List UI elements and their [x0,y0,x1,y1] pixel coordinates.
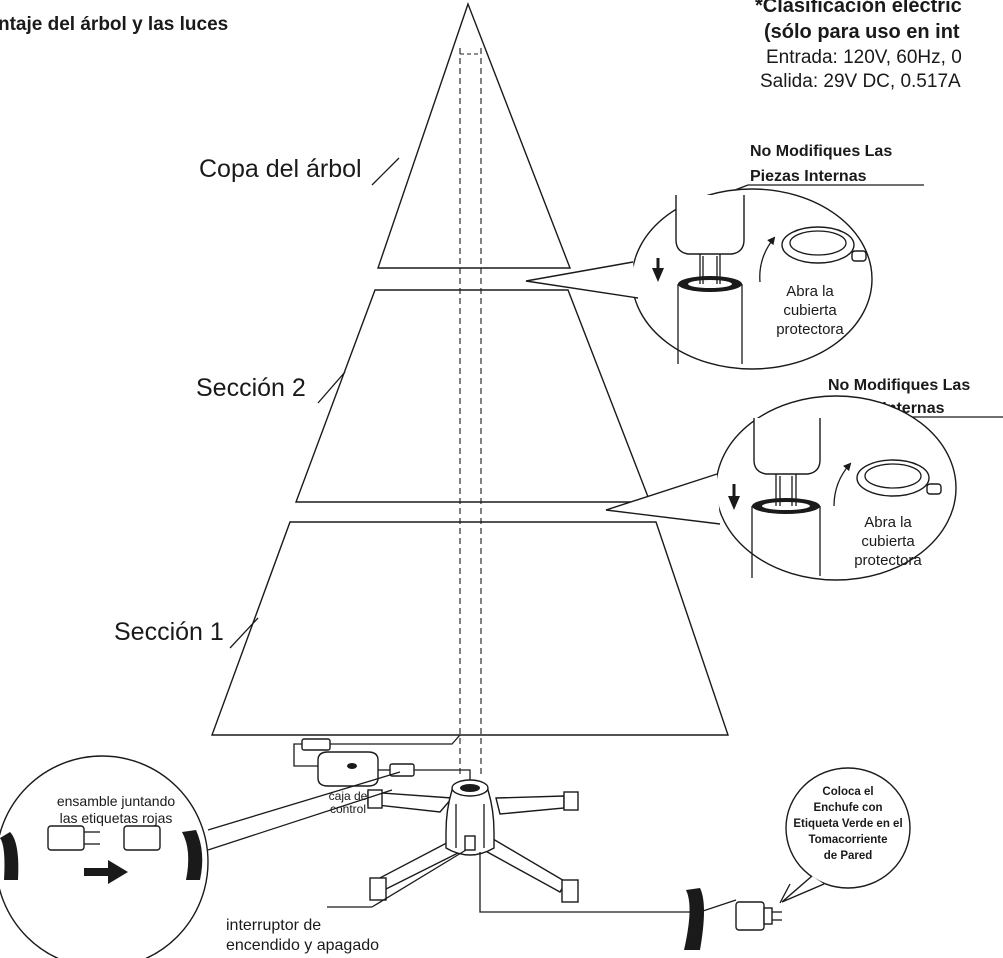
callout-middle-instruction-line2: cubierta [861,533,915,550]
tree-stand [367,779,579,903]
callout-top: No Modifiques Las Piezas Internas Abra l… [525,143,924,370]
plug-note-line1: Coloca el [822,786,873,798]
plug-note-line5: de Pared [824,850,873,862]
callout-middle-warning-line1: No Modifiques Las [828,377,970,394]
connect-direction-arrow-icon [84,860,128,884]
plug-note-line2: Enchufe con [813,802,882,814]
section-2-label: Sección 2 [196,374,306,402]
control-box-label-line1: caja de [329,789,368,803]
rating-output: Salida: 29V DC, 0.517A [760,71,961,92]
connector-label-line2: las etiquetas rojas [60,810,173,826]
switch-label-line1: interruptor de [226,917,321,934]
pole-socket-illustration-middle [728,418,821,578]
power-cord [479,852,791,950]
tree-section-1 [210,521,729,736]
connector-label-line1: ensamble juntando [57,793,176,809]
tree-top-section [377,1,572,269]
connector-callout [0,755,401,958]
rating-title: *Clasificación eléctric [755,0,962,17]
tree-section-2 [294,289,652,503]
pole-socket-illustration-top [652,195,745,364]
switch-leader-diag [371,849,467,908]
protective-cover-icon-top [759,226,867,283]
plug-note-line4: Tomacorriente [808,834,887,846]
section-1-leader [229,617,259,649]
rating-subtitle: (sólo para uso en int [764,21,960,43]
section-2-leader [317,371,346,404]
diagram-title: ntaje del árbol y las luces [0,14,228,35]
plug-note-line3: Etiqueta Verde en el [793,818,902,830]
callout-middle-instruction-line3: protectora [854,552,922,569]
callout-middle-instruction-line1: Abra la [864,514,912,531]
section-1-label: Sección 1 [114,618,224,646]
callout-middle: No Modifiques Las Piezas Internas Abra l… [605,377,1003,581]
light-wiring [293,734,471,782]
tree-top-leader [371,157,400,186]
callout-top-bubble [631,188,873,370]
protective-cover-icon-middle [833,459,942,507]
tree-top-label: Copa del árbol [199,155,362,183]
callout-top-instruction-line3: protectora [776,321,844,338]
callout-top-warning-line1: No Modifiques Las [750,143,892,160]
center-pole [459,48,482,778]
callout-top-instruction-line2: cubierta [783,302,837,319]
control-box-label-line2: control [330,802,366,816]
switch-label-line2: encendido y apagado [226,937,379,954]
rating-input: Entrada: 120V, 60Hz, 0 [766,47,962,68]
callout-top-warning-line2: Piezas Internas [750,168,867,185]
plug-note-bubble [781,767,911,903]
callout-top-instruction-line1: Abra la [786,283,834,300]
